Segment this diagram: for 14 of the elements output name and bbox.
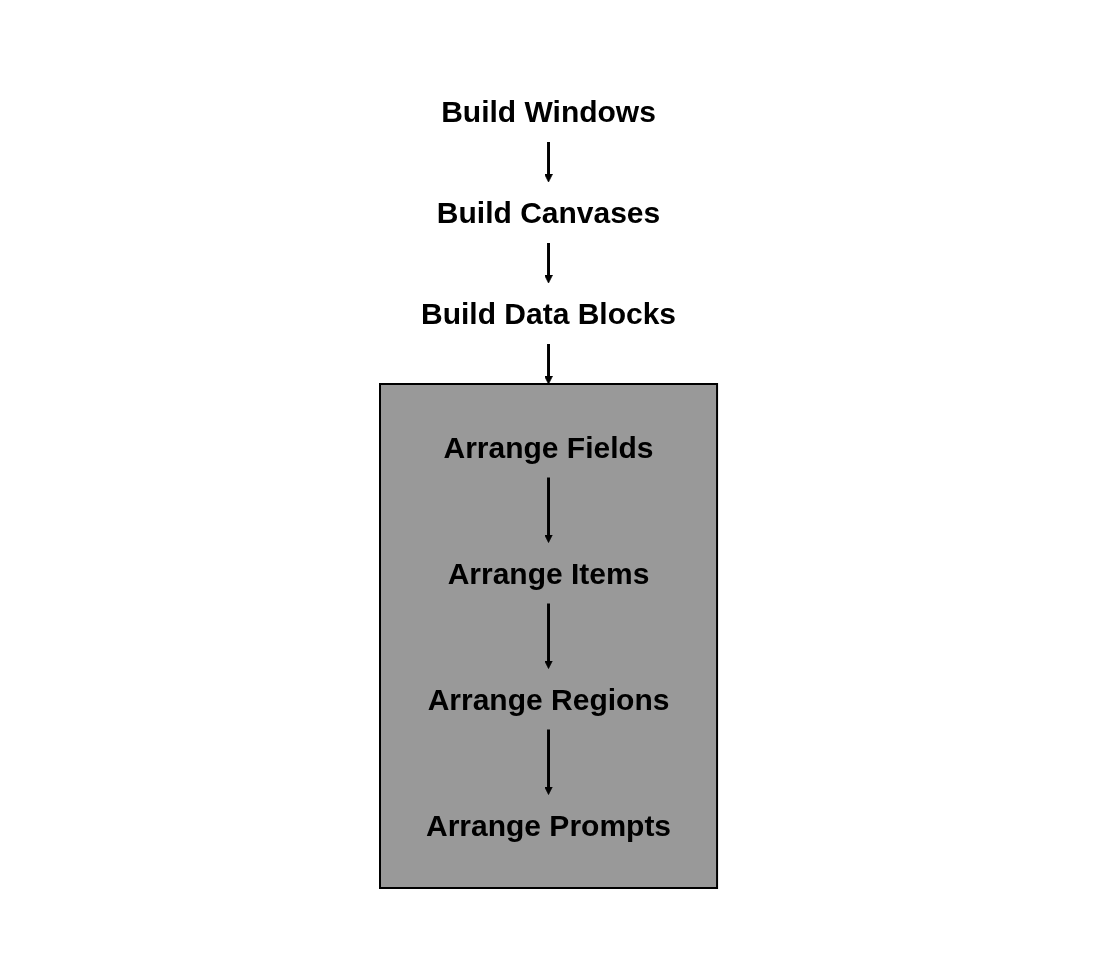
node-text: Arrange Fields xyxy=(443,430,655,463)
arrow xyxy=(544,603,554,669)
node-text: Arrange Items xyxy=(448,556,650,589)
arrow xyxy=(544,729,554,795)
node-text: Build Data Blocks xyxy=(421,296,677,330)
node-text: Build Canvases xyxy=(437,195,661,229)
node-text: Build Windows xyxy=(441,94,657,128)
node-text: Arrange Prompts xyxy=(426,808,672,841)
arrow xyxy=(544,477,554,543)
arrow xyxy=(544,343,554,384)
arrow xyxy=(544,242,554,283)
cluster xyxy=(379,382,719,889)
arrow xyxy=(544,141,554,182)
node-text: Arrange Regions xyxy=(428,682,670,715)
